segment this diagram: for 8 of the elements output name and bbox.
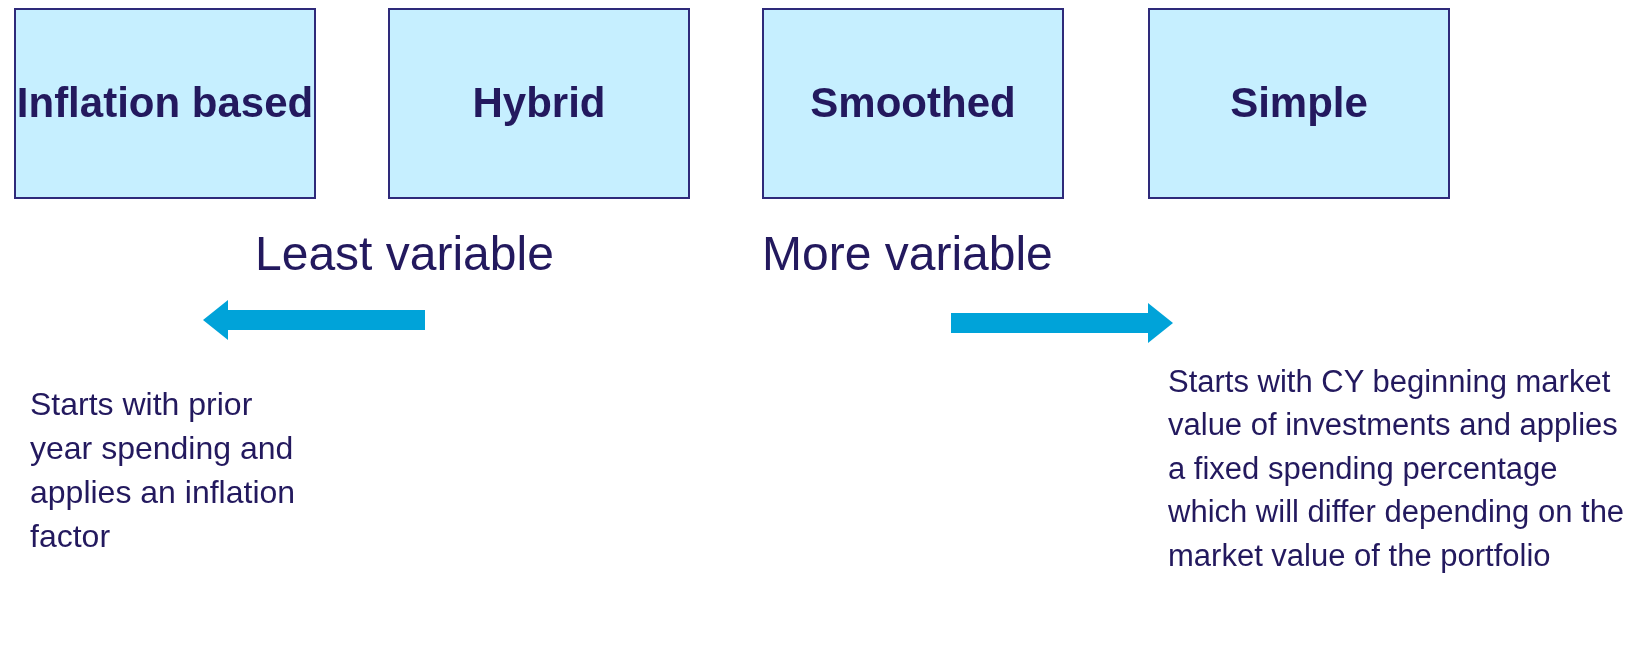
scale-label: More variable [762, 226, 1054, 282]
description-text: Starts with prior year spending and applies an inflation factor [30, 385, 297, 557]
category-box: Simple [1148, 8, 1450, 199]
category-box: Inflation based [14, 8, 316, 199]
category-box: Smoothed [762, 8, 1064, 199]
description-text: Starts with CY beginning market value of investments and applies a fixed spending percentage which will differ depending on the market value of the portfolio [1168, 363, 1626, 575]
category-box: Hybrid [388, 8, 690, 199]
scale-label: Least variable [255, 226, 555, 282]
